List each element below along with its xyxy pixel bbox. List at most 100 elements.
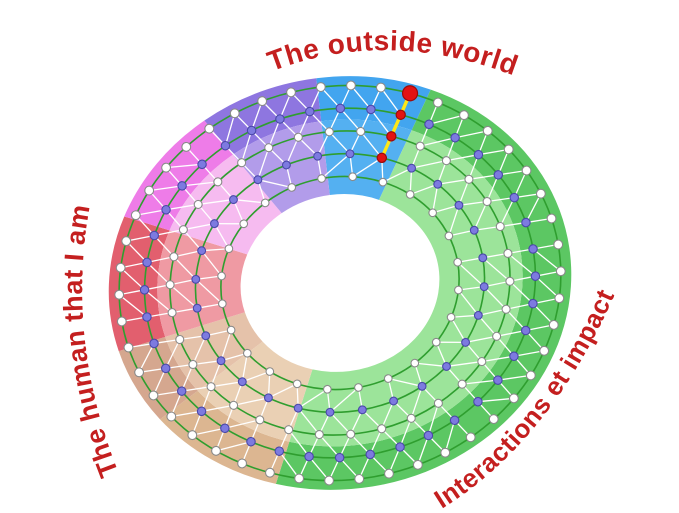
graph-node[interactable] xyxy=(424,119,434,130)
graph-node[interactable] xyxy=(479,282,489,292)
graph-node[interactable] xyxy=(442,361,451,371)
graph-node[interactable] xyxy=(176,386,187,396)
graph-node[interactable] xyxy=(395,442,405,452)
graph-node[interactable] xyxy=(229,108,240,119)
graph-node[interactable] xyxy=(433,398,443,408)
graph-node[interactable] xyxy=(348,172,358,182)
graph-node[interactable] xyxy=(281,160,291,170)
graph-node[interactable] xyxy=(263,393,273,403)
graph-node[interactable] xyxy=(410,358,420,368)
graph-node[interactable] xyxy=(257,96,268,107)
graph-node[interactable] xyxy=(378,177,388,187)
graph-node[interactable] xyxy=(324,475,335,486)
graph-node[interactable] xyxy=(528,244,538,254)
graph-node[interactable] xyxy=(495,221,505,232)
graph-node[interactable] xyxy=(192,303,202,313)
graph-node[interactable] xyxy=(366,104,376,115)
graph-node[interactable] xyxy=(406,413,416,423)
graph-node[interactable] xyxy=(428,208,438,218)
graph-node[interactable] xyxy=(493,375,503,385)
graph-node[interactable] xyxy=(482,196,492,207)
graph-node[interactable] xyxy=(196,406,207,417)
graph-node[interactable] xyxy=(520,325,531,336)
graph-node[interactable] xyxy=(503,144,514,155)
graph-node[interactable] xyxy=(384,468,394,479)
graph-node[interactable] xyxy=(161,205,171,215)
graph-node[interactable] xyxy=(305,106,315,117)
graph-node[interactable] xyxy=(224,244,234,254)
highlight-node[interactable] xyxy=(376,152,388,164)
graph-node[interactable] xyxy=(237,158,247,168)
graph-node[interactable] xyxy=(407,163,417,173)
graph-node[interactable] xyxy=(334,452,345,463)
graph-node[interactable] xyxy=(457,379,467,389)
graph-node[interactable] xyxy=(415,141,425,151)
graph-node[interactable] xyxy=(431,337,441,347)
graph-node[interactable] xyxy=(197,246,207,256)
graph-node[interactable] xyxy=(226,325,236,335)
graph-node[interactable] xyxy=(375,82,386,93)
graph-node[interactable] xyxy=(444,231,454,241)
graph-node[interactable] xyxy=(521,217,531,228)
graph-node[interactable] xyxy=(175,334,185,345)
graph-node[interactable] xyxy=(177,181,187,191)
graph-node[interactable] xyxy=(204,123,215,134)
graph-node[interactable] xyxy=(546,213,557,224)
graph-node[interactable] xyxy=(188,359,198,370)
graph-node[interactable] xyxy=(142,257,152,268)
graph-node[interactable] xyxy=(123,342,134,353)
graph-node[interactable] xyxy=(477,357,487,367)
graph-node[interactable] xyxy=(209,219,219,229)
graph-node[interactable] xyxy=(211,445,221,456)
graph-node[interactable] xyxy=(465,432,476,443)
graph-node[interactable] xyxy=(130,210,141,221)
graph-node[interactable] xyxy=(239,219,249,229)
graph-node[interactable] xyxy=(509,351,519,361)
graph-node[interactable] xyxy=(453,257,463,267)
graph-node[interactable] xyxy=(246,436,256,447)
graph-node[interactable] xyxy=(440,447,451,458)
graph-node[interactable] xyxy=(539,345,550,356)
graph-node[interactable] xyxy=(121,236,132,247)
graph-node[interactable] xyxy=(469,225,479,235)
graph-node[interactable] xyxy=(555,266,566,277)
graph-node[interactable] xyxy=(144,185,155,196)
graph-node[interactable] xyxy=(197,159,207,170)
graph-node[interactable] xyxy=(441,156,451,166)
graph-node[interactable] xyxy=(432,97,443,108)
graph-node[interactable] xyxy=(317,174,326,183)
graph-node[interactable] xyxy=(345,80,356,91)
graph-node[interactable] xyxy=(503,248,513,258)
graph-node[interactable] xyxy=(237,377,247,387)
graph-node[interactable] xyxy=(304,451,314,462)
graph-node[interactable] xyxy=(433,179,443,189)
graph-node[interactable] xyxy=(229,195,238,205)
graph-node[interactable] xyxy=(365,449,375,460)
graph-node[interactable] xyxy=(461,337,471,347)
graph-node[interactable] xyxy=(314,429,324,440)
graph-node[interactable] xyxy=(114,289,125,300)
graph-node[interactable] xyxy=(346,429,356,439)
graph-node[interactable] xyxy=(322,384,332,394)
graph-node[interactable] xyxy=(492,331,502,341)
graph-node[interactable] xyxy=(260,198,270,208)
graph-node[interactable] xyxy=(525,370,536,381)
graph-node[interactable] xyxy=(446,312,456,322)
graph-node[interactable] xyxy=(459,110,469,121)
graph-node[interactable] xyxy=(473,149,484,160)
graph-node[interactable] xyxy=(335,103,346,114)
graph-node[interactable] xyxy=(449,415,460,426)
graph-node[interactable] xyxy=(165,280,175,290)
graph-node[interactable] xyxy=(315,82,326,93)
graph-node[interactable] xyxy=(313,151,323,161)
graph-node[interactable] xyxy=(166,411,177,422)
graph-node[interactable] xyxy=(293,403,303,413)
graph-node[interactable] xyxy=(383,374,393,383)
graph-node[interactable] xyxy=(274,446,285,456)
graph-node[interactable] xyxy=(493,170,504,180)
graph-node[interactable] xyxy=(293,132,303,142)
graph-node[interactable] xyxy=(206,382,216,392)
graph-node[interactable] xyxy=(548,319,559,330)
graph-node[interactable] xyxy=(253,175,263,185)
graph-node[interactable] xyxy=(509,192,520,203)
